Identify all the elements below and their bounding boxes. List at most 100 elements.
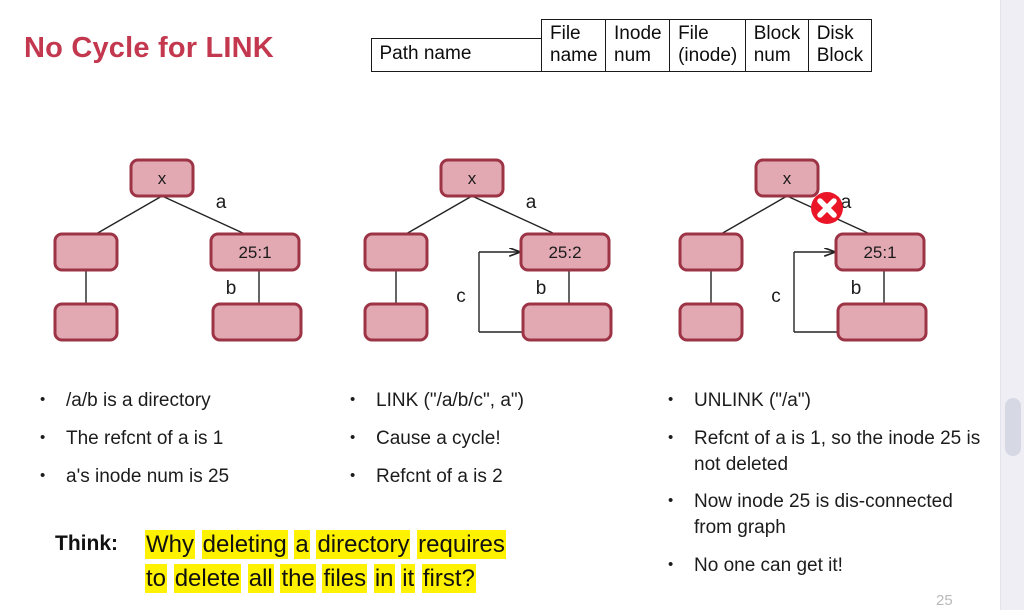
edge-label-b: b xyxy=(851,278,862,299)
header-cell-line: name xyxy=(550,45,598,66)
node-right-bottom xyxy=(521,302,613,342)
header-cell-line: num xyxy=(753,45,791,66)
edge-label-c: c xyxy=(771,286,781,307)
scrollbar-thumb[interactable] xyxy=(1005,398,1021,456)
edge-root-to-a xyxy=(471,195,556,235)
bullet-item: • Refcnt of a is 1, so the inode 25 is no… xyxy=(668,426,988,478)
think-word: to xyxy=(145,564,168,594)
edge-label-c: c xyxy=(456,286,466,307)
think-word: Why xyxy=(145,530,195,559)
bullet-text: LINK ("/a/b/c", a") xyxy=(376,390,525,411)
header-cell-line: File xyxy=(550,22,581,44)
node-right-bottom xyxy=(211,302,303,342)
node-root-label: x xyxy=(158,169,167,188)
bullet-item: • LINK ("/a/b/c", a") xyxy=(350,388,660,414)
think-word: requires xyxy=(417,530,506,559)
think-word: deleting xyxy=(201,530,288,559)
think-word: delete xyxy=(173,564,242,594)
header-cell-line: Block xyxy=(816,45,864,66)
unlink-x-icon xyxy=(811,192,843,224)
bullet-list-before-link: • /a/b is a directory • The refcnt of a is … xyxy=(40,388,340,501)
bullet-text: /a/b is a directory xyxy=(66,390,211,411)
header-cell-line: num xyxy=(614,45,651,66)
bullet-text: Cause a cycle! xyxy=(376,427,501,449)
think-word: in xyxy=(373,564,395,594)
diagram-tree-with-cycle: c x 25:2 a b xyxy=(345,146,645,356)
bullet-dot-icon: • xyxy=(668,428,674,446)
edge-label-a: a xyxy=(526,192,537,213)
think-word: all xyxy=(247,564,274,594)
node-inode: 25:2 xyxy=(519,232,611,272)
header-cell-line: (inode) xyxy=(678,45,738,66)
bullet-item: •No one can get it! xyxy=(668,553,988,579)
bullet-dot-icon: • xyxy=(40,428,46,446)
page-number: 25 xyxy=(936,592,953,609)
node-inode: 25:1 xyxy=(209,232,301,272)
edge-label-a: a xyxy=(841,192,852,213)
diagram-1-svg: x 25:1 a b xyxy=(53,158,303,342)
edge-label-a: a xyxy=(216,192,227,213)
edge-root-to-left xyxy=(405,195,473,235)
edge-label-b: b xyxy=(536,278,547,299)
page-title: No Cycle for LINK xyxy=(24,32,274,64)
bullet-dot-icon: • xyxy=(40,391,46,408)
bullet-dot-icon: • xyxy=(350,428,356,446)
edge-label-b: b xyxy=(226,278,237,299)
bullet-text: UNLINK ("/a") xyxy=(694,390,811,411)
think-line: to delete all the files in it first? xyxy=(145,562,645,596)
bullet-dot-icon: • xyxy=(668,492,674,510)
bullet-item: • Now inode 25 is dis-connected from grap… xyxy=(668,489,988,541)
edge-root-to-left xyxy=(720,195,788,235)
node-inode: 25:1 xyxy=(834,232,926,272)
think-word: the xyxy=(280,564,316,594)
edge-root-to-a xyxy=(161,195,246,235)
edge-root-to-left xyxy=(95,195,163,235)
diagram-tree-after-unlink: c x 25:1 a b xyxy=(660,146,960,356)
bullet-dot-icon: • xyxy=(668,391,674,408)
node-root: x xyxy=(754,158,820,198)
think-word: files xyxy=(322,564,368,594)
node-left-bottom xyxy=(53,302,119,342)
think-word: it xyxy=(401,564,416,594)
vertical-scrollbar[interactable] xyxy=(1000,0,1024,610)
node-left-mid xyxy=(363,232,429,272)
bullet-dot-icon: • xyxy=(350,391,356,408)
think-line: Why deleting a directory requires xyxy=(145,528,645,562)
header-cell-file-inode: File(inode) xyxy=(669,19,747,72)
bullet-item: • UNLINK ("/a") xyxy=(668,388,988,414)
think-word: a xyxy=(294,530,310,559)
think-word: directory xyxy=(316,530,411,559)
header-cell-line: Block xyxy=(753,22,801,44)
bullet-text: a's inode num is 25 xyxy=(66,465,230,487)
diagram-3-svg: c x 25:1 a b xyxy=(678,158,928,342)
bullet-item: •a's inode num is 25 xyxy=(40,464,340,490)
node-root-label: x xyxy=(468,169,477,188)
node-left-bottom xyxy=(363,302,429,342)
header-cell-line: Disk xyxy=(816,22,854,44)
bullet-item: •Refcnt of a is 2 xyxy=(350,464,660,490)
diagram-tree-before-link: x 25:1 a b xyxy=(35,146,335,356)
diagram-2-svg: c x 25:2 a b xyxy=(363,158,613,342)
bullet-dot-icon: • xyxy=(350,466,356,484)
bullet-item: • /a/b is a directory xyxy=(40,388,340,414)
header-cell-line: Inode xyxy=(614,22,662,44)
diagram-row: x 25:1 a b c x 25:2 a b c x 25:1 a b xyxy=(0,146,1000,356)
bullet-item: • Cause a cycle! xyxy=(350,426,660,452)
header-cell-line: File xyxy=(678,22,709,44)
bullet-text: Now inode 25 is dis-connected from graph xyxy=(694,491,953,539)
header-cell-path-name: Path name xyxy=(370,38,543,72)
node-right-bottom xyxy=(836,302,928,342)
node-root-label: x xyxy=(783,169,792,188)
node-root: x xyxy=(129,158,195,198)
node-left-mid xyxy=(53,232,119,272)
bullet-list-unlink: • UNLINK ("/a") • Refcnt of a is 1, so the … xyxy=(668,388,988,591)
bullet-text: The refcnt of a is 1 xyxy=(66,427,224,449)
node-left-bottom xyxy=(678,302,744,342)
bullet-text: Refcnt of a is 1, so the inode 25 is not… xyxy=(694,427,981,475)
